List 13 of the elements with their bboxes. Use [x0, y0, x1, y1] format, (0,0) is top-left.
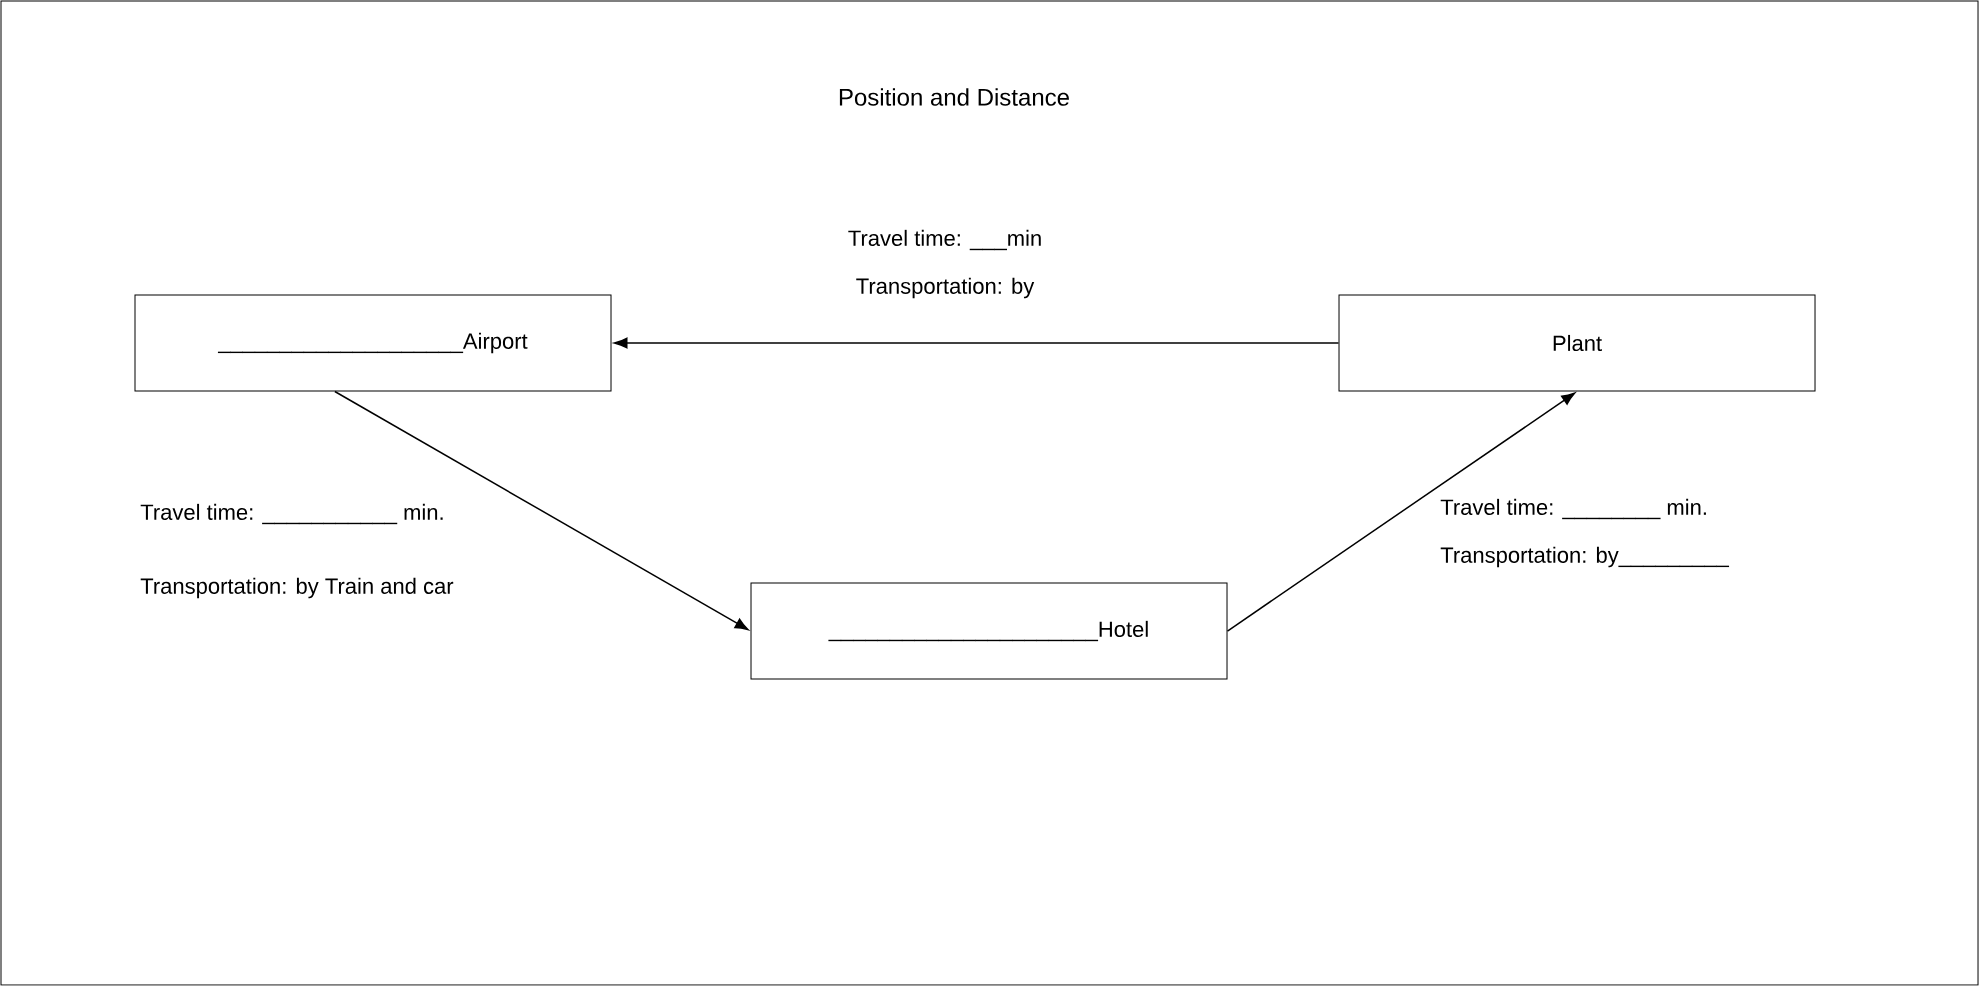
- place-box: Plant: [1338, 294, 1816, 392]
- annotation-text: Transportation: by: [856, 277, 1035, 299]
- annotation-text: Transportation: by_________: [1440, 546, 1730, 568]
- annotation-text: Travel time: ___min: [848, 229, 1041, 251]
- place-box: ____________________Airport: [134, 294, 612, 392]
- annotation-text: Transportation: by Train and car: [140, 577, 454, 599]
- arrow: [334, 390, 749, 631]
- arrow: [613, 337, 1340, 349]
- place-box: ______________________Hotel: [750, 582, 1228, 680]
- title: Position and Distance: [839, 88, 1069, 106]
- annotation-text: Travel time: ___________ min.: [140, 503, 443, 525]
- arrow: [1226, 392, 1576, 632]
- annotation-text: Travel time: ________ min.: [1440, 498, 1706, 520]
